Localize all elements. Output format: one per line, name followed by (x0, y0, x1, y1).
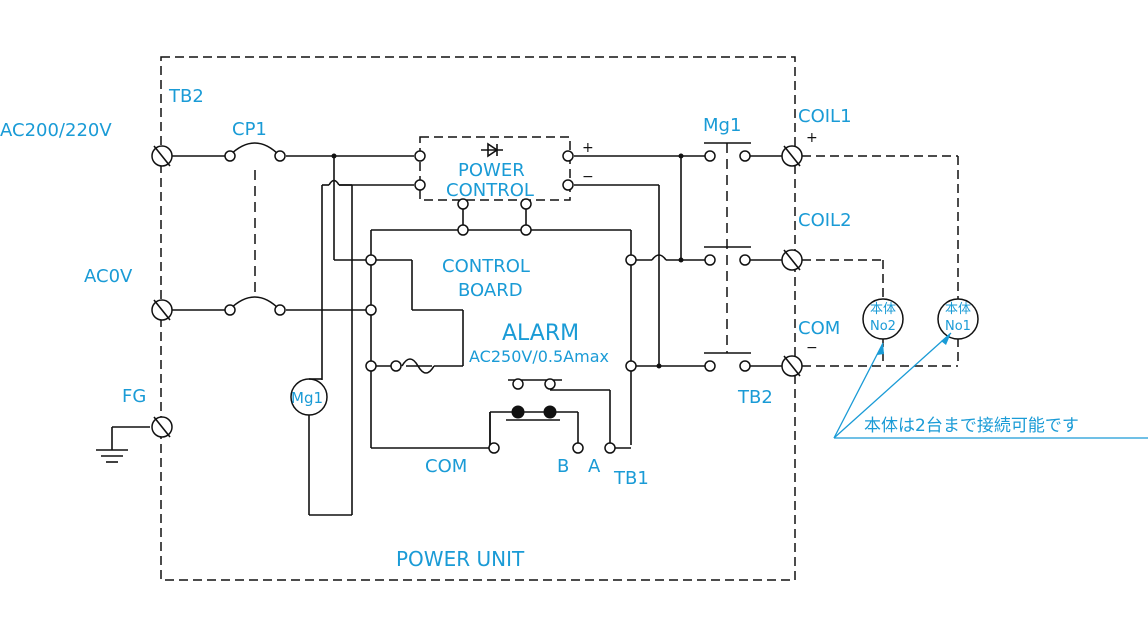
label-body-no1-1: 本体 (945, 302, 971, 317)
label-power-control-2: CONTROL (446, 180, 534, 201)
terminal-circles (224, 150, 751, 454)
label-minus-out: − (582, 169, 594, 185)
label-plus-coil: + (806, 130, 818, 146)
label-a: A (588, 456, 601, 477)
label-alarm: ALARM (502, 321, 579, 346)
label-body-no2-2: No2 (870, 319, 896, 334)
label-plus-out: + (582, 140, 594, 156)
label-control-board-2: BOARD (458, 280, 523, 301)
junction-dots (331, 153, 684, 369)
label-power-control-1: POWER (458, 160, 525, 181)
label-com-tb1: COM (425, 456, 467, 477)
label-fg: FG (122, 386, 146, 407)
body-no1-circle (937, 298, 979, 340)
screw-terminals (151, 145, 803, 438)
label-cp1: CP1 (232, 119, 267, 140)
label-coil2: COIL2 (798, 210, 852, 231)
label-b: B (557, 456, 569, 477)
label-coil1: COIL1 (798, 106, 852, 127)
main-wiring (96, 142, 786, 516)
body-no2-circle (862, 298, 904, 340)
label-tb1: TB1 (613, 468, 649, 489)
label-note: 本体は2台まで接続可能です (864, 416, 1079, 436)
label-body-no1-2: No1 (945, 319, 971, 334)
label-alarm-rating: AC250V/0.5Amax (469, 347, 609, 366)
label-control-board-1: CONTROL (442, 256, 530, 277)
alarm-relay-contacts (511, 405, 557, 419)
label-mg1-contact: Mg1 (703, 115, 741, 136)
label-com-right: COM (798, 318, 840, 339)
label-mg1-coil: Mg1 (291, 389, 323, 407)
label-tb2-top: TB2 (168, 86, 204, 107)
label-tb2-bottom: TB2 (737, 387, 773, 408)
label-ac0v: AC0V (84, 266, 133, 287)
label-minus-com: − (806, 340, 818, 356)
label-power-unit: POWER UNIT (396, 547, 525, 571)
label-body-no2-1: 本体 (870, 302, 896, 317)
label-ac200: AC200/220V (0, 120, 112, 141)
power-control-box (419, 136, 571, 201)
note-callout (833, 332, 1148, 439)
external-wiring (802, 155, 959, 367)
